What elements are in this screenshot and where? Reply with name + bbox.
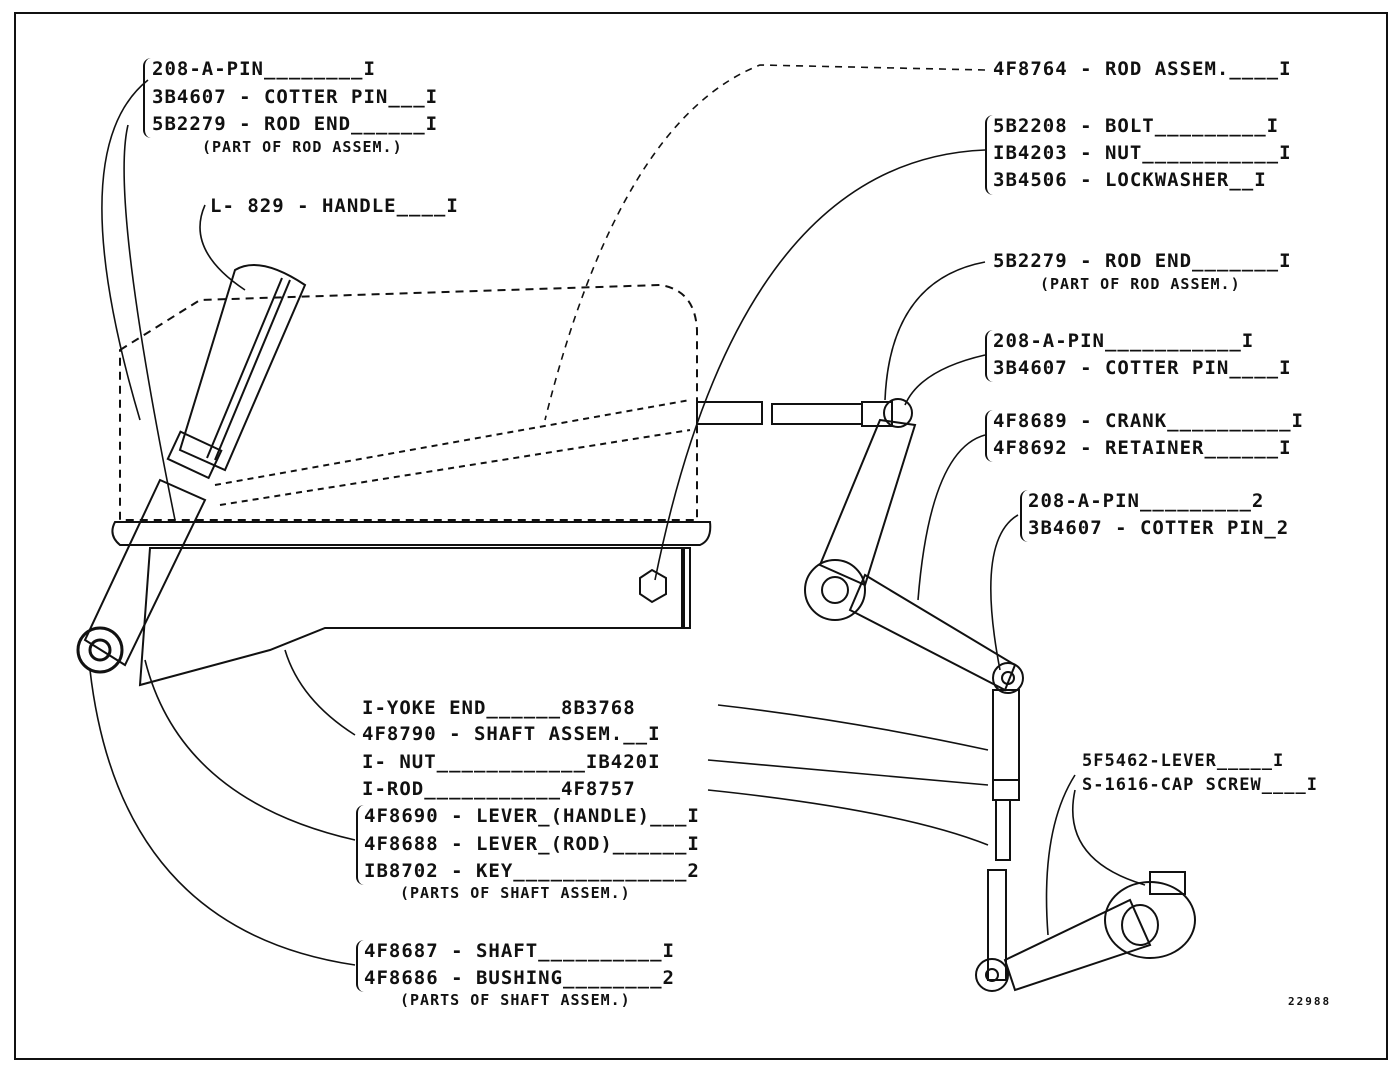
label-nut: IB4203 - NUT___________I	[993, 142, 1292, 164]
figure-number: 22988	[1288, 995, 1332, 1008]
crank-drawing	[804, 418, 1024, 694]
brace-pin-group-lower	[1020, 490, 1028, 542]
label-lever-handle: 4F8690 - LEVER_(HANDLE)___I	[364, 805, 700, 827]
label-lever-rod: 4F8688 - LEVER_(ROD)______I	[364, 833, 700, 855]
housing-base	[111, 521, 712, 546]
rod-segment-2	[771, 403, 863, 425]
label-rod-center: I-ROD___________4F8757	[362, 778, 636, 800]
handle-drawing	[76, 264, 307, 674]
label-cotter-pin-right: 3B4607 - COTTER PIN____I	[993, 357, 1292, 379]
label-bushing: 4F8686 - BUSHING________2	[364, 967, 675, 989]
bolt-head	[639, 568, 667, 604]
vertical-rod-drawing	[975, 689, 1020, 992]
dashed-rod	[214, 399, 691, 506]
note-parts-of-shaft-assem-2: (PARTS OF SHAFT ASSEM.)	[400, 991, 631, 1009]
label-bolt: 5B2208 - BOLT_________I	[993, 115, 1280, 137]
housing-outline	[119, 283, 698, 521]
label-nut-center: I- NUT____________IB420I	[362, 751, 661, 773]
label-rod-assem: 4F8764 - ROD ASSEM.____I	[993, 58, 1292, 80]
label-shaft-assem: 4F8790 - SHAFT ASSEM.__I	[362, 723, 661, 745]
bracket	[138, 547, 691, 687]
rod-segment-1	[696, 401, 763, 425]
note-part-of-rod-assem-right: (PART OF ROD ASSEM.)	[1040, 275, 1241, 293]
brace-shaft-parts	[356, 805, 364, 885]
label-lockwasher: 3B4506 - LOCKWASHER__I	[993, 169, 1267, 191]
note-parts-of-shaft-assem-1: (PARTS OF SHAFT ASSEM.)	[400, 884, 631, 902]
label-208-a-pin-right: 208-A-PIN___________I	[993, 330, 1255, 352]
label-cap-screw: S-1616-CAP SCREW____I	[1082, 775, 1318, 795]
label-cotter-pin-top: 3B4607 - COTTER PIN___I	[152, 86, 439, 108]
label-208-a-pin-lower: 208-A-PIN_________2	[1028, 490, 1265, 512]
label-rod-end-top: 5B2279 - ROD END______I	[152, 113, 439, 135]
label-shaft: 4F8687 - SHAFT__________I	[364, 940, 675, 962]
lever-drawing	[1003, 871, 1196, 992]
figure-frame	[14, 12, 1388, 1060]
note-part-of-rod-assem-top: (PART OF ROD ASSEM.)	[202, 138, 403, 156]
leader-lines	[89, 64, 1146, 966]
label-rod-end-right: 5B2279 - ROD END_______I	[993, 250, 1292, 272]
brace-pin-group-right	[985, 330, 993, 382]
label-208-a-pin-top: 208-A-PIN________I	[152, 58, 376, 80]
label-retainer: 4F8692 - RETAINER______I	[993, 437, 1292, 459]
brace-top-left	[143, 58, 151, 138]
label-lever: 5F5462-LEVER_____I	[1082, 751, 1285, 771]
brace-shaft-group	[356, 940, 364, 992]
brace-crank-group	[985, 410, 993, 462]
brace-bolt-group	[985, 115, 993, 195]
rod-end-eye	[883, 398, 913, 428]
label-yoke-end: I-YOKE END______8B3768	[362, 697, 636, 719]
label-key: IB8702 - KEY______________2	[364, 860, 700, 882]
label-crank: 4F8689 - CRANK__________I	[993, 410, 1304, 432]
label-handle: L- 829 - HANDLE____I	[210, 195, 459, 217]
label-cotter-pin-lower: 3B4607 - COTTER PIN_2	[1028, 517, 1290, 539]
